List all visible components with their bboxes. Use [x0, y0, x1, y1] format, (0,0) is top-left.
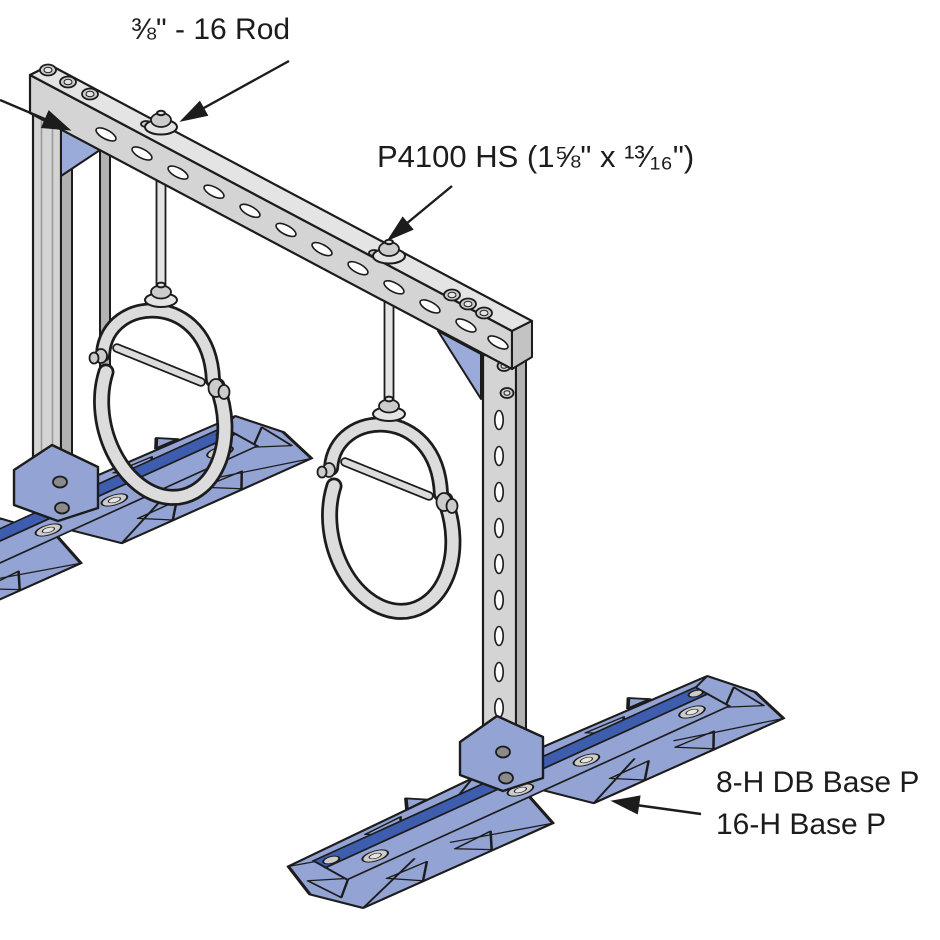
left-post-front-face	[31, 78, 63, 482]
right-gusset-fitting	[437, 330, 482, 400]
base-plate-label: 8-H DB Base P 16-H Base P	[716, 762, 919, 846]
rod-label-arrow	[179, 59, 290, 122]
base-plate-label-arrow	[610, 795, 702, 816]
left-post-base-bracket	[12, 443, 100, 523]
right-post-slots	[493, 409, 504, 719]
strut-channel	[28, 63, 534, 371]
channel-right-end-cap	[511, 320, 533, 370]
rod-1-top-nut	[140, 109, 178, 136]
channel-top-nuts	[39, 63, 493, 320]
rod-2-top-nut	[368, 238, 406, 265]
channel-label-arrow	[386, 185, 453, 242]
clevis-hanger-2	[318, 397, 458, 612]
base-plate-label-line1: 8-H DB Base P	[716, 766, 920, 799]
right-post-base-bracket	[458, 714, 545, 793]
gusset-label-arrow	[0, 98, 72, 131]
right-channel-post	[481, 338, 527, 753]
right-post-side-face	[515, 354, 527, 753]
channel-slots	[95, 127, 509, 350]
base-plate-label-line2: 16-H Base P	[716, 808, 887, 841]
rod-size-label: ⅜" - 16 Rod	[131, 13, 291, 46]
channel-part-label: P4100 HS (1⅝" x ¹³⁄₁₆")	[377, 139, 695, 174]
